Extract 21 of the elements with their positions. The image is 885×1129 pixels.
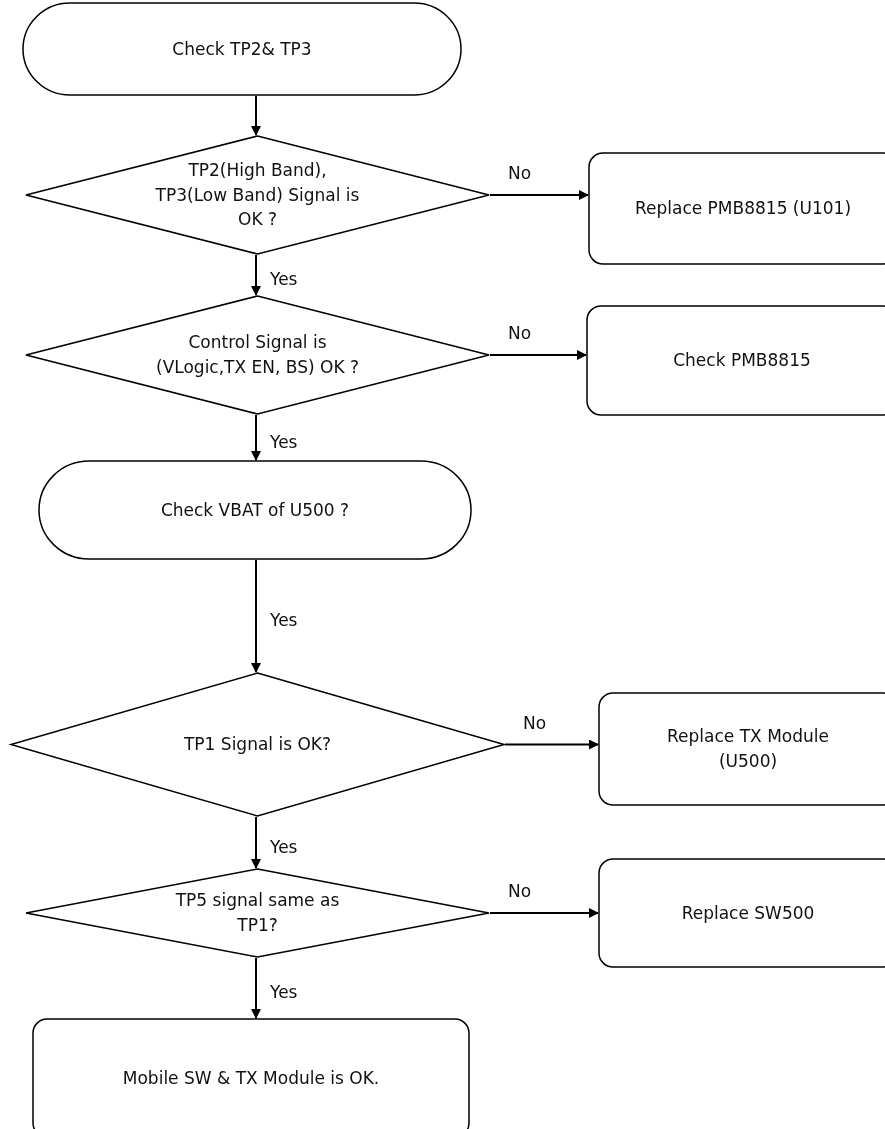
arrow <box>251 414 261 461</box>
arrow <box>489 350 587 360</box>
node-text: Replace SW500 <box>681 901 815 925</box>
node-text: Check VBAT of U500 ? <box>160 498 350 522</box>
node-text: Mobile SW & TX Module is OK. <box>122 1066 380 1090</box>
arrow <box>251 816 261 869</box>
arrow <box>251 95 261 136</box>
node-text: Control Signal is (VLogic,TX EN, BS) OK ? <box>155 331 360 379</box>
node-text: Replace TX Module (U500) <box>666 725 830 773</box>
arrow <box>489 190 589 200</box>
node-text: TP5 signal same as TP1? <box>174 889 341 937</box>
node-text: TP1 Signal is OK? <box>184 733 331 757</box>
node-text: Replace PMB8815 (U101) <box>634 197 852 221</box>
node-text: Check PMB8815 <box>673 349 811 373</box>
arrow <box>489 908 599 918</box>
arrow <box>251 559 261 673</box>
node-text: Check TP2& TP3 <box>172 37 312 61</box>
arrow <box>251 254 261 296</box>
arrow <box>251 957 261 1019</box>
node-text: TP2(High Band), TP3(Low Band) Signal is OK ? <box>154 159 361 232</box>
arrow <box>504 739 599 750</box>
